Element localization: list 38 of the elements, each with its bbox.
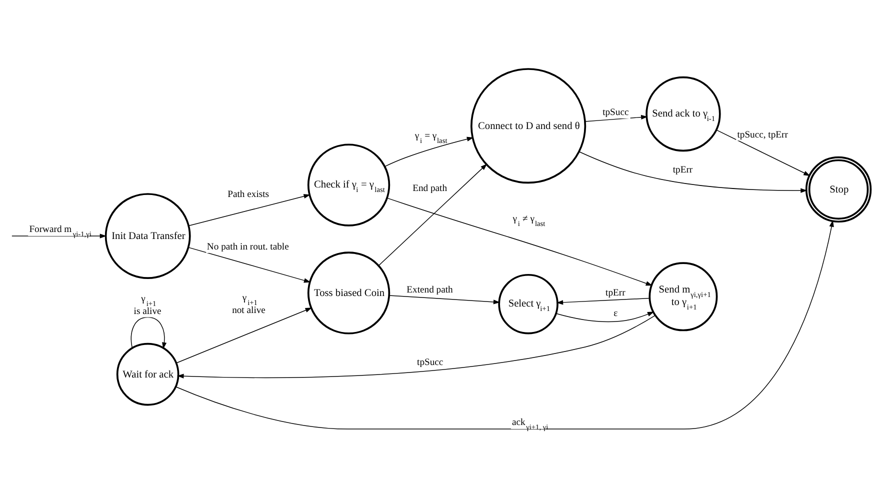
edge-label: Path exists — [228, 188, 270, 200]
edge-label: ack$_{γi+1, γi}$ — [512, 416, 548, 431]
node-circle: Send ack to γ$_{i-1}$ — [646, 76, 721, 152]
edge-label: No path in rout. table — [206, 241, 289, 252]
node-circle: Connect to D and send θ — [470, 68, 586, 184]
arrow — [378, 163, 488, 266]
arrow — [12, 233, 107, 238]
node-circle: Select γ$_{i+1}$ — [498, 273, 558, 334]
arrow — [388, 294, 500, 304]
arrow — [188, 246, 311, 282]
arrow — [177, 314, 656, 378]
node-circle: Send m$_{γi,γi+1}$ to γ$_{i+1}$ — [648, 262, 718, 331]
edge-label: γ$_{i+1}$ not alive — [232, 292, 266, 316]
arrow — [556, 311, 654, 322]
arrow — [386, 197, 653, 286]
edge-label: tpSucc, tpErr — [737, 128, 788, 140]
edge-label: γ$_{i}$ = γ$_{last}$ — [414, 130, 448, 145]
node-circle: Init Data Transfer — [104, 192, 191, 278]
arrow — [176, 307, 312, 363]
arrow — [584, 114, 648, 122]
arrow — [130, 316, 167, 349]
node-circle: Stop — [805, 156, 872, 222]
edge-label: tpSucc — [417, 356, 444, 368]
edge-label: tpErr — [606, 286, 626, 298]
edge-label: γ$_{i+1}$ is alive — [134, 292, 162, 316]
edge-label: γ$_{i}$ ≠ γ$_{last}$ — [512, 213, 546, 228]
edge-label: tpSucc — [602, 106, 629, 118]
edge-label: Forward m$_{γi-1,γi}$ — [29, 223, 92, 238]
edge-label: Extend path — [406, 284, 453, 296]
arrow — [188, 194, 310, 226]
node-circle: Check if γ$_{i}$ = γ$_{last}$ — [307, 143, 390, 226]
arrow — [578, 150, 808, 192]
edge-label: tpErr — [672, 164, 693, 176]
arrow — [556, 297, 650, 304]
arrow — [384, 136, 474, 166]
node-circle: Toss biased Coin — [307, 251, 390, 334]
edge-label: ε — [614, 308, 618, 319]
edge-label: End path — [412, 182, 448, 194]
